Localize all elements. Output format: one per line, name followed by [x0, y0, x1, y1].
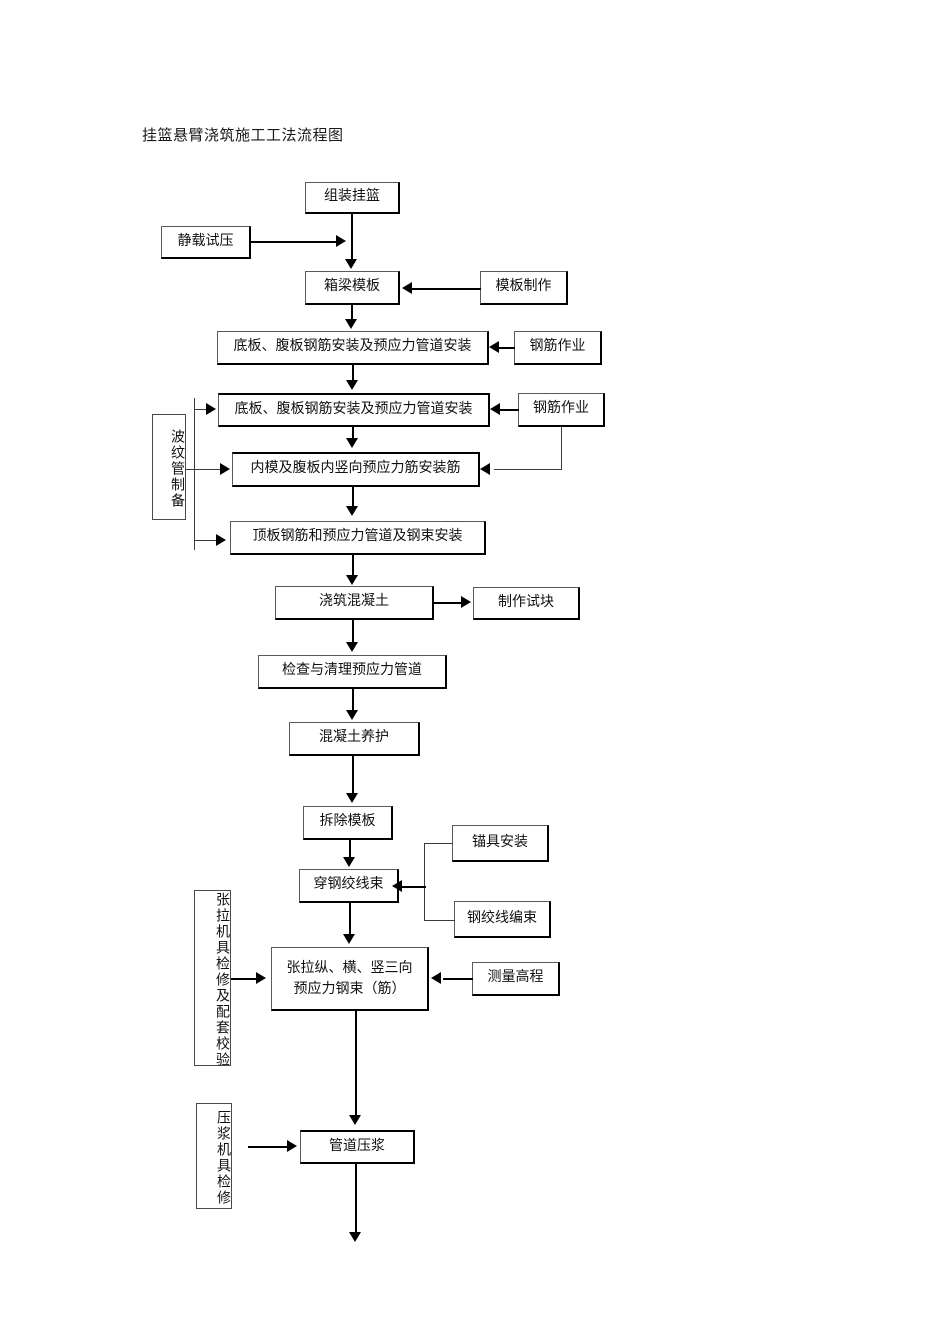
arrowhead-pour-to-testblock [461, 596, 471, 608]
edge-corrugated-to-topslab [194, 540, 220, 541]
edge-topslab-to-pour [352, 555, 354, 577]
edge-rebar1-to-rebar2 [352, 365, 354, 381]
arrowhead-rebar-work1-to-rebar1 [489, 341, 499, 353]
node-pour-concrete[interactable]: 浇筑混凝土 [275, 586, 434, 620]
edge-thread-to-tension [349, 903, 351, 935]
node-box-girder-formwork[interactable]: 箱梁模板 [305, 271, 400, 305]
edge-corrugated-to-inner [186, 469, 226, 470]
edge-formwork-fab-to-box-girder [412, 288, 481, 290]
edge-jackoverhaul-to-tension [231, 978, 259, 980]
arrowhead-grouting-outflow [349, 1232, 361, 1242]
edge-bus-to-thread [402, 886, 426, 888]
edge-grouting-outflow [355, 1164, 357, 1234]
edge-anchor-to-bus [424, 843, 453, 844]
arrowhead-groutingequip-to-grouting [287, 1140, 297, 1152]
node-make-test-block[interactable]: 制作试块 [473, 587, 580, 620]
node-rebar-duct-install-1[interactable]: 底板、腹板钢筋安装及预应力管道安装 [217, 331, 489, 365]
arrowhead-rebar-work2-to-inner [480, 463, 490, 475]
edge-static-load-to-main [251, 241, 339, 243]
node-duct-grouting[interactable]: 管道压浆 [300, 1130, 415, 1164]
edge-inspect-to-curing [352, 689, 354, 711]
edge-curing-to-removeformwork [352, 756, 354, 794]
node-anchorage-install[interactable]: 锚具安装 [452, 825, 549, 862]
node-remove-formwork[interactable]: 拆除模板 [303, 806, 393, 840]
arrowhead-topslab-to-pour [346, 575, 358, 585]
edge-corrugated-to-rebar2 [194, 409, 210, 410]
arrowhead-rebar-work2-to-rebar2 [490, 403, 500, 415]
node-strand-bundling[interactable]: 钢绞线编束 [454, 901, 551, 938]
arrowhead-corrugated-to-rebar2 [206, 403, 216, 415]
edge-groutingequip-to-grouting [248, 1146, 290, 1148]
edge-rebar-work2-down [561, 427, 562, 469]
node-corrugated-pipe-prep[interactable]: 波纹管制备 [152, 414, 186, 520]
edge-anchor-strand-bus [424, 843, 425, 921]
edge-pour-to-inspect [352, 620, 354, 644]
edge-rebar-work1-to-rebar1 [499, 347, 515, 349]
edge-inner-to-topslab [352, 487, 354, 507]
arrowhead-static-load-to-main [336, 235, 346, 247]
edge-assemble-to-formwork [351, 214, 353, 261]
arrowhead-thread-to-tension [343, 934, 355, 944]
arrowhead-bus-to-thread [392, 880, 402, 892]
node-thread-strand-bundle[interactable]: 穿钢绞线束 [299, 869, 399, 903]
node-top-slab-rebar-duct-strand[interactable]: 顶板钢筋和预应力管道及钢束安装 [230, 521, 486, 555]
node-assemble-cradle[interactable]: 组装挂篮 [305, 182, 400, 214]
node-grouting-equip-overhaul[interactable]: 压浆机具检修 [196, 1103, 232, 1209]
node-rebar-duct-install-2[interactable]: 底板、腹板钢筋安装及预应力管道安装 [218, 393, 490, 427]
arrowhead-jackoverhaul-to-tension [256, 972, 266, 984]
arrowhead-pour-to-inspect [346, 642, 358, 652]
arrowhead-corrugated-to-topslab [216, 534, 226, 546]
node-inspect-clean-duct[interactable]: 检查与清理预应力管道 [258, 655, 447, 689]
arrowhead-rebar2-to-inner [346, 438, 358, 448]
node-formwork-fabrication[interactable]: 模板制作 [480, 271, 568, 305]
edge-box-girder-to-rebar1 [351, 305, 353, 321]
node-concrete-curing[interactable]: 混凝土养护 [289, 722, 420, 756]
page-title: 挂篮悬臂浇筑施工工法流程图 [142, 128, 344, 144]
node-static-load-test[interactable]: 静载试压 [161, 226, 251, 259]
edge-tension-to-grouting [355, 1011, 357, 1116]
node-rebar-work-1[interactable]: 钢筋作业 [514, 331, 602, 365]
edge-rebar-work2-to-inner [494, 469, 562, 470]
node-rebar-work-2[interactable]: 钢筋作业 [518, 393, 605, 427]
edge-rebar-work2-to-rebar2 [500, 409, 519, 411]
edge-rebar2-to-inner [352, 427, 354, 439]
node-tension-three-way-line2: 预应力钢束（筋） [293, 981, 406, 997]
node-inner-formwork-vertical-tendon[interactable]: 内模及腹板内竖向预应力筋安装筋 [232, 452, 480, 487]
edge-pour-to-testblock [434, 602, 463, 604]
arrowhead-formwork-fab-to-box-girder [402, 282, 412, 294]
edge-strandbundling-to-bus [424, 920, 455, 921]
edge-survey-to-tension [443, 978, 473, 980]
edge-corrugated-trunk [194, 398, 195, 550]
node-survey-elevation[interactable]: 测量高程 [472, 962, 560, 996]
node-tension-three-way[interactable]: 张拉纵、横、竖三向 预应力钢束（筋） [271, 947, 429, 1011]
edge-removeformwork-to-thread [349, 840, 351, 858]
arrowhead-corrugated-to-inner [220, 463, 230, 475]
arrowhead-inner-to-topslab [346, 506, 358, 516]
arrowhead-rebar1-to-rebar2 [346, 380, 358, 390]
arrowhead-box-girder-to-rebar1 [345, 319, 357, 329]
arrowhead-assemble-to-formwork [345, 259, 357, 269]
arrowhead-survey-to-tension [431, 972, 441, 984]
arrowhead-inspect-to-curing [346, 710, 358, 720]
arrowhead-curing-to-removeformwork [346, 793, 358, 803]
node-tension-three-way-line1: 张拉纵、横、竖三向 [286, 960, 413, 976]
node-jack-overhaul[interactable]: 张拉机具检修及配套校验 [194, 890, 231, 1068]
arrowhead-removeformwork-to-thread [343, 857, 355, 867]
arrowhead-tension-to-grouting [349, 1115, 361, 1125]
